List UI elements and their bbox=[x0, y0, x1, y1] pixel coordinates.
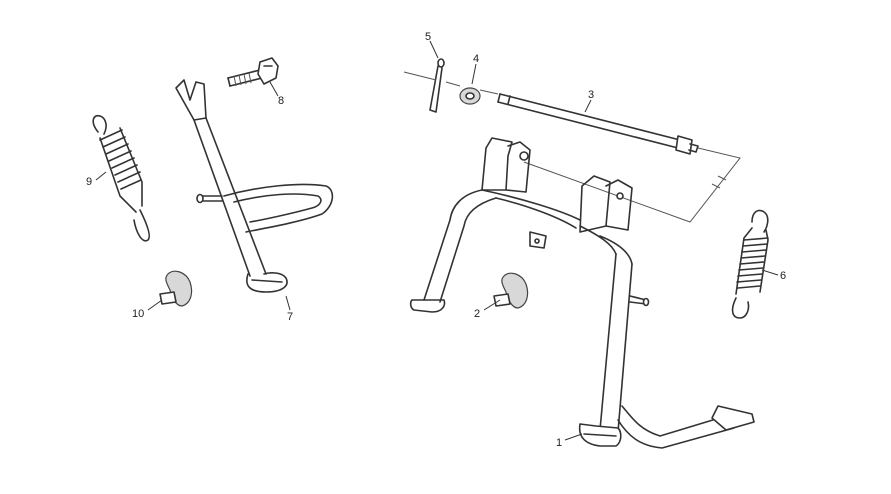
callout-1: 1 bbox=[556, 437, 562, 449]
leader-10 bbox=[147, 299, 163, 311]
part-10-stopper bbox=[159, 270, 193, 307]
leader-5 bbox=[429, 40, 439, 59]
callout-3: 3 bbox=[588, 89, 594, 101]
callout-labels: 1 2 3 4 5 6 7 8 9 10 bbox=[86, 31, 786, 449]
callout-10: 10 bbox=[132, 308, 144, 320]
leader-7 bbox=[285, 295, 291, 311]
part-3-shaft bbox=[497, 93, 699, 155]
leader-lines bbox=[95, 40, 779, 441]
part-5-cotter-pin bbox=[429, 58, 445, 113]
part-6-spring bbox=[731, 209, 769, 319]
part-7-side-stand bbox=[175, 79, 334, 293]
part-1-main-stand bbox=[409, 137, 755, 449]
leader-1 bbox=[564, 433, 583, 441]
leader-4 bbox=[471, 63, 477, 85]
part-4-washer bbox=[459, 87, 481, 105]
assembly-lines bbox=[403, 71, 741, 223]
part-9-spring bbox=[92, 114, 151, 242]
leader-9 bbox=[95, 171, 107, 181]
leader-8 bbox=[269, 81, 279, 97]
part-8-bolt bbox=[227, 57, 279, 87]
leader-3 bbox=[584, 99, 592, 113]
callout-2: 2 bbox=[474, 308, 480, 320]
callout-7: 7 bbox=[287, 311, 293, 323]
callout-6: 6 bbox=[780, 270, 786, 282]
callout-8: 8 bbox=[278, 95, 284, 107]
part-2-stopper bbox=[493, 272, 529, 309]
callout-4: 4 bbox=[473, 53, 479, 65]
leader-6 bbox=[761, 269, 779, 276]
callout-5: 5 bbox=[425, 31, 431, 43]
callout-9: 9 bbox=[86, 176, 92, 188]
leader-2 bbox=[483, 299, 501, 311]
